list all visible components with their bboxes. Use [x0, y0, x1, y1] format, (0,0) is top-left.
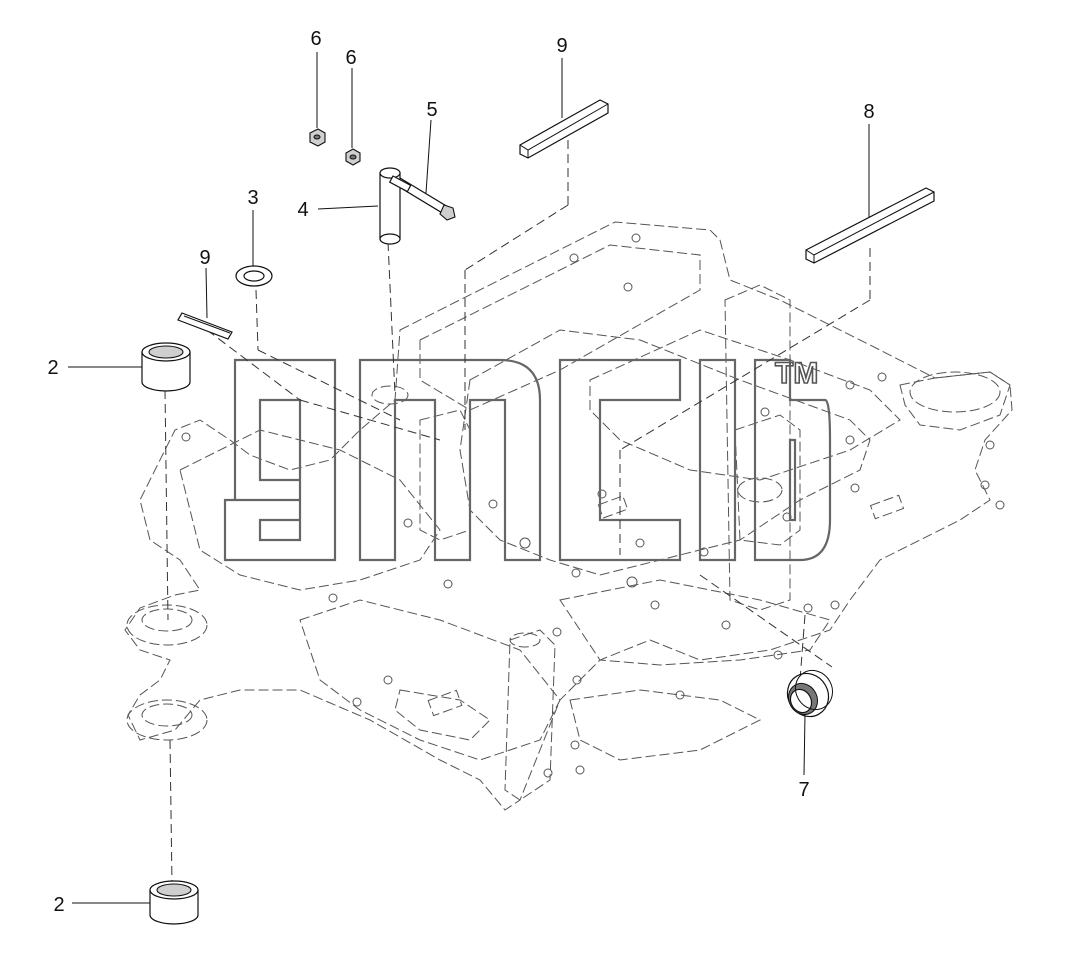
- callout-8: 8: [863, 101, 874, 123]
- watermark-logo: TM: [223, 356, 832, 562]
- leader-lines: [68, 52, 870, 904]
- callout-6b: 6: [345, 47, 356, 69]
- callout-7: 7: [798, 779, 809, 801]
- assembly-lines: [164, 140, 871, 886]
- callout-2-top: 2: [47, 357, 58, 379]
- main-frame-outline: [124, 221, 1013, 811]
- callout-4: 4: [297, 199, 308, 221]
- callout-labels: 6 6 9 5 8 3 4 9 2 7 2: [47, 28, 874, 916]
- trademark-mark: TM: [775, 357, 818, 390]
- pin-part-4: [379, 167, 412, 245]
- channel-part-8: [805, 187, 935, 264]
- callout-9-top: 9: [556, 35, 567, 57]
- bushing-part-2-bottom: [149, 880, 199, 925]
- callout-3: 3: [247, 187, 258, 209]
- callout-2-bottom: 2: [53, 894, 64, 916]
- washer-part-3: [235, 265, 273, 287]
- nut-part-6b: [345, 148, 361, 166]
- grommet-part-7: [786, 669, 834, 718]
- bushing-part-2-top: [141, 342, 191, 392]
- nut-part-6a: [309, 128, 326, 147]
- callout-9-left: 9: [199, 247, 210, 269]
- channel-part-9-top: [519, 99, 609, 159]
- strip-part-9-left: [177, 312, 233, 340]
- callout-5: 5: [426, 99, 437, 121]
- callout-6a: 6: [310, 28, 321, 50]
